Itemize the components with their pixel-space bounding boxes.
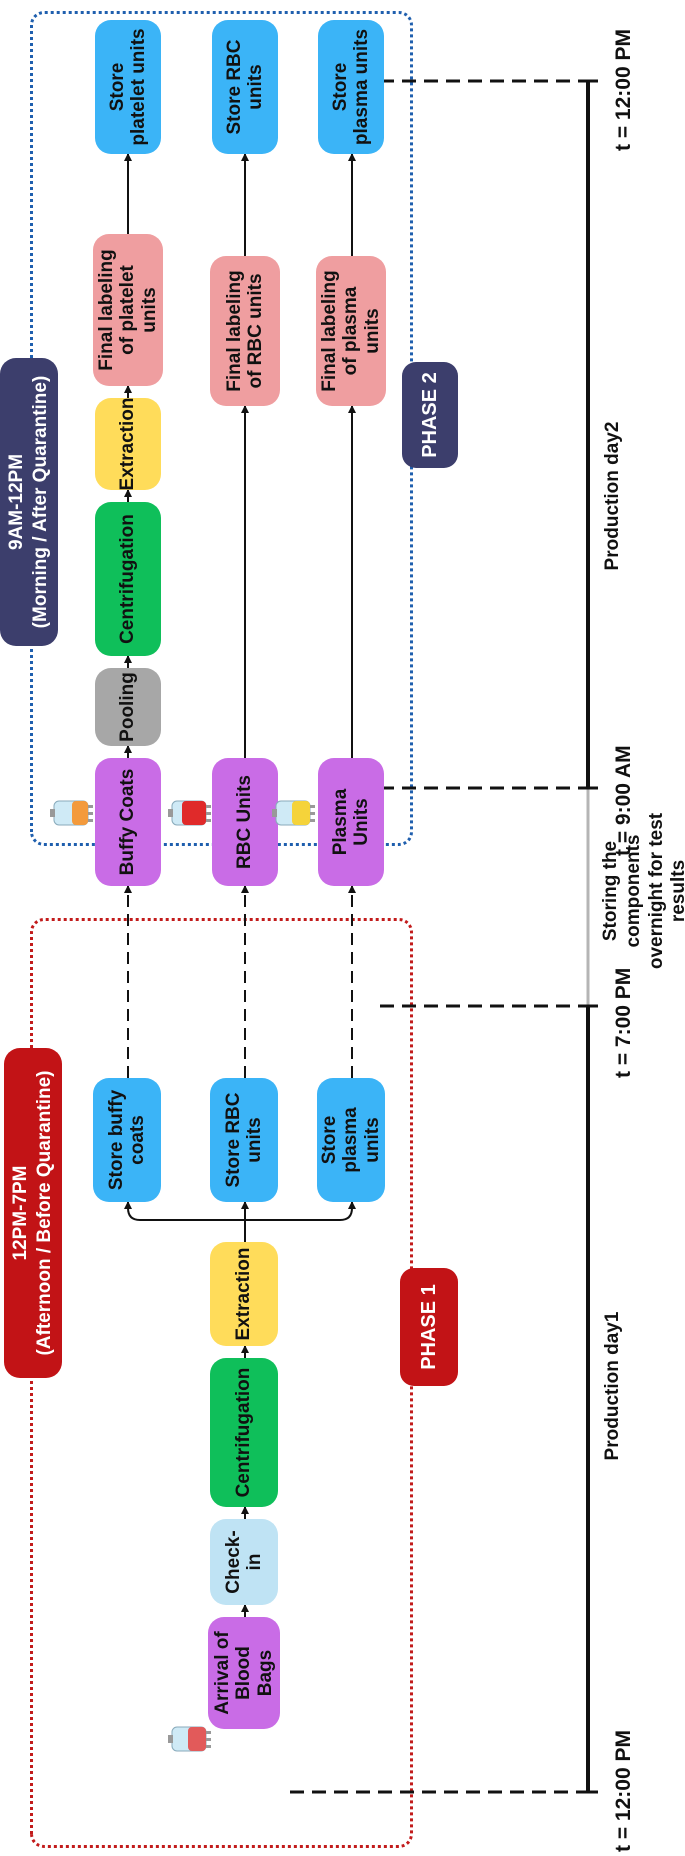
- phase1-banner: 12PM-7PM (Afternoon / Before Quarantine): [4, 1048, 62, 1378]
- overnight-note: Storing the components overnight for tes…: [600, 812, 685, 970]
- rbc-units-step: RBC Units: [212, 758, 278, 886]
- store-rbc-units-phase1: Store RBC units: [210, 1078, 278, 1202]
- centrifugation-step-phase1: Centrifugation: [210, 1358, 278, 1507]
- check-in-step: Check-in: [210, 1519, 278, 1605]
- extraction-step-phase1: Extraction: [210, 1242, 278, 1346]
- time-label-end: t = 12:00 PM: [612, 29, 635, 151]
- store-plasma-units-phase2: Store plasma units: [318, 20, 384, 154]
- branch-plasma: [245, 1201, 356, 1221]
- final-labeling-rbc: Final labeling of RBC units: [210, 256, 280, 406]
- phase1-banner-title: 12PM-7PM: [10, 1165, 32, 1261]
- buffy-coats-step: Buffy Coats: [95, 758, 161, 886]
- store-rbc-units-phase2: Store RBC units: [212, 20, 278, 154]
- store-plasma-units-phase1: Store plasma units: [317, 1078, 385, 1202]
- rbc-bag-icon: [168, 800, 211, 826]
- phase2-banner-title: 9AM-12PM: [6, 453, 28, 551]
- buffy-coat-bag-icon: [50, 800, 93, 826]
- production-day2-label: Production day2: [602, 421, 623, 571]
- phase2-banner: 9AM-12PM (Morning / After Quarantine): [0, 358, 58, 646]
- extraction-step-phase2: Extraction: [95, 398, 161, 490]
- store-platelet-units: Store platelet units: [95, 20, 161, 154]
- phase1-banner-subtitle: (Afternoon / Before Quarantine): [34, 1070, 55, 1356]
- store-buffy-coats: Store buffy coats: [93, 1078, 161, 1202]
- plasma-bag-icon: [272, 800, 315, 826]
- arrival-of-blood-bags: Arrival of Blood Bags: [208, 1617, 280, 1729]
- branch-buffy: [124, 1201, 245, 1221]
- phase1-label: PHASE 1: [400, 1268, 458, 1386]
- time-label-7pm: t = 7:00 PM: [612, 967, 635, 1078]
- phase2-label: PHASE 2: [402, 362, 458, 468]
- final-labeling-platelet: Final labeling of platelet units: [93, 234, 163, 386]
- blood-bag-icon: [168, 1726, 211, 1752]
- pooling-step: Pooling: [95, 668, 161, 746]
- time-label-start: t = 12:00 PM: [612, 1730, 635, 1852]
- plasma-units-step: Plasma Units: [318, 758, 384, 886]
- centrifugation-step-phase2: Centrifugation: [95, 502, 161, 656]
- final-labeling-plasma: Final labeling of plasma units: [316, 256, 386, 406]
- phase2-banner-subtitle: (Morning / After Quarantine): [30, 375, 51, 629]
- production-day1-label: Production day1: [602, 1311, 623, 1461]
